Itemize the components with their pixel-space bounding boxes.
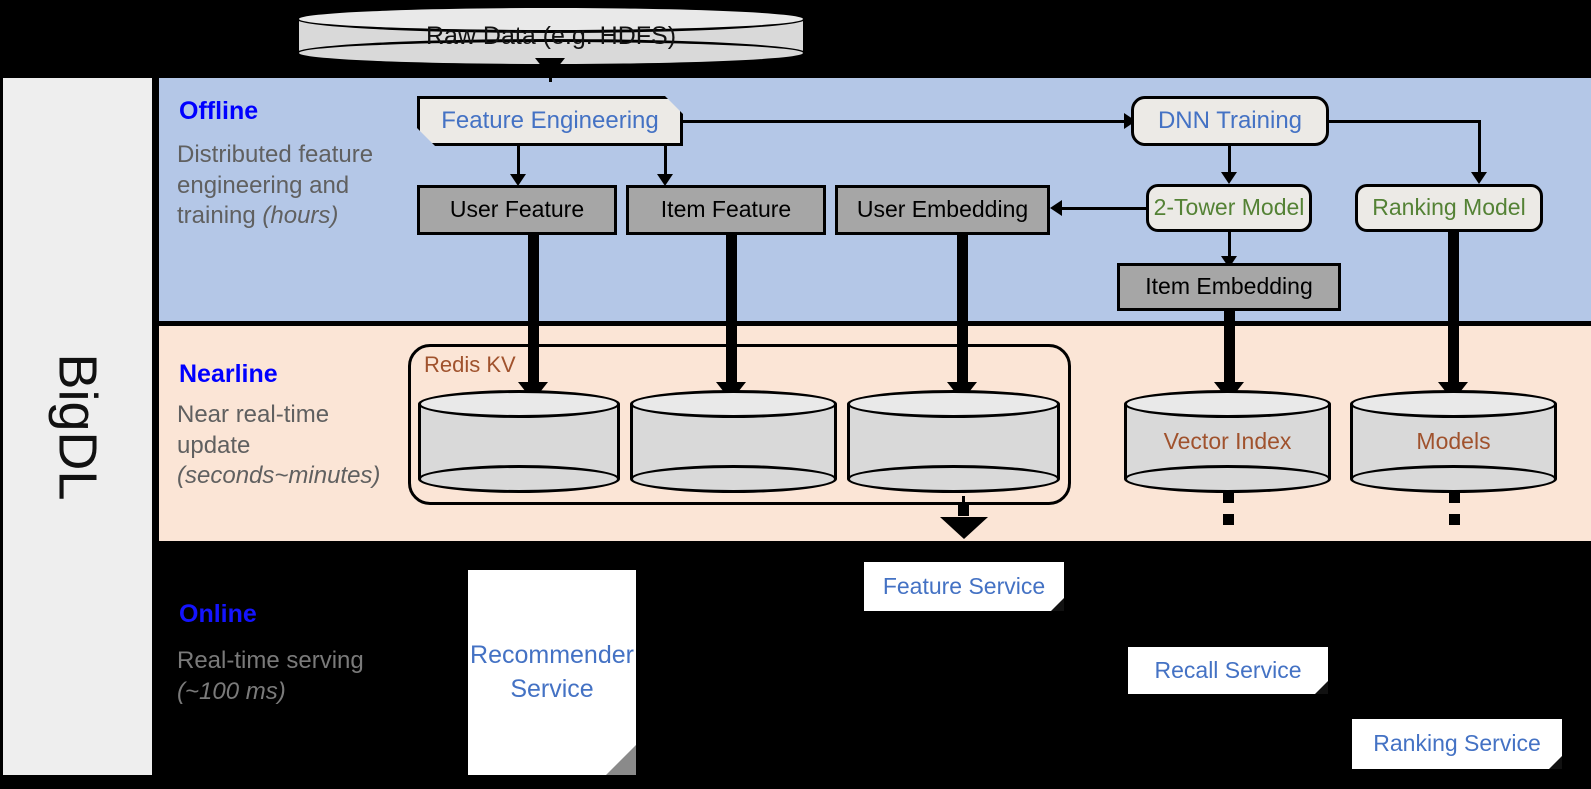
arrowhead-redis-to-featureservice — [940, 517, 988, 539]
models-label: Models — [1416, 428, 1491, 454]
arrowhead-fe-to-itemfeature — [657, 174, 673, 186]
nearline-title: Nearline — [179, 360, 278, 388]
connector-dnn-to-ranking-h — [1329, 120, 1481, 123]
offline-desc-plain: Distributed feature engineering and trai… — [177, 141, 374, 230]
redis-cylinder-1 — [418, 390, 620, 493]
dnn-training-node[interactable]: DNN Training — [1131, 96, 1329, 146]
connector-twotower-to-userembedding — [1062, 207, 1148, 210]
cylinder-top — [630, 390, 837, 418]
user-embedding-box[interactable]: User Embedding — [835, 185, 1050, 235]
arrowhead-twotower-to-userembedding — [1050, 200, 1062, 216]
online-desc: Real-time serving (~100 ms) — [177, 646, 392, 707]
two-tower-model-node[interactable]: 2-Tower Model — [1146, 184, 1312, 232]
bigdl-label: BigDL — [47, 352, 108, 501]
offline-desc-italic: (hours) — [262, 202, 339, 230]
connector-fe-to-dnn — [683, 120, 1126, 123]
connector-fe-to-itemfeature — [664, 146, 667, 178]
pipe-itemfeature-to-redis — [726, 235, 737, 390]
arrowhead-dnn-to-ranking — [1471, 172, 1487, 184]
recall-service-node[interactable]: Recall Service — [1128, 647, 1328, 694]
ranking-model-node[interactable]: Ranking Model — [1355, 184, 1543, 232]
nearline-desc: Near real-time update (seconds~minutes) — [177, 400, 409, 492]
ranking-service-node[interactable]: Ranking Service — [1352, 719, 1562, 769]
redis-kv-container — [408, 344, 1071, 505]
cylinder-top — [296, 5, 806, 33]
item-embedding-box[interactable]: Item Embedding — [1117, 263, 1341, 311]
arrowhead-fe-to-userfeature — [510, 174, 526, 186]
redis-cylinder-3 — [847, 390, 1060, 493]
dash-featureservice-1 — [958, 505, 969, 516]
raw-data-cylinder: Raw Data (e.g. HDFS) — [296, 5, 806, 67]
dash-models-1 — [1449, 492, 1460, 503]
dash-vectorindex-1 — [1223, 492, 1234, 503]
offline-title: Offline — [179, 97, 259, 125]
cylinder-bottom — [630, 465, 837, 493]
online-desc-plain: Real-time serving — [177, 647, 364, 674]
pipe-rankingmodel-to-models — [1448, 232, 1459, 390]
cylinder-top — [847, 390, 1060, 418]
online-title: Online — [179, 600, 257, 628]
cylinder-bottom — [296, 39, 806, 67]
pipe-itemembedding-to-vectorindex — [1224, 311, 1235, 390]
dash-vectorindex-2 — [1223, 514, 1234, 525]
connector-redis-bottom — [962, 496, 965, 505]
pipe-userfeature-to-redis — [528, 235, 539, 390]
nearline-desc-italic: (seconds~minutes) — [177, 462, 381, 490]
connector-twotower-to-itemembedding — [1228, 232, 1231, 260]
redis-cylinder-2 — [630, 390, 837, 493]
nearline-desc-plain: Near real-time update — [177, 401, 330, 459]
vector-index-label: Vector Index — [1163, 428, 1292, 454]
cylinder-top — [418, 390, 620, 418]
offline-desc: Distributed feature engineering and trai… — [177, 140, 392, 232]
connector-fe-to-userfeature — [517, 146, 520, 178]
bigdl-sidebar: BigDL — [3, 78, 152, 775]
cylinder-bottom — [1124, 465, 1331, 493]
raw-data-label: Raw Data (e.g. HDFS) — [425, 21, 677, 50]
recommender-service-node[interactable]: Recommender Service — [468, 570, 636, 775]
dash-models-2 — [1449, 514, 1460, 525]
connector-dnn-to-ranking-v — [1478, 120, 1481, 176]
user-feature-box[interactable]: User Feature — [417, 185, 617, 235]
cylinder-bottom — [1350, 465, 1557, 493]
cylinder-top — [1124, 390, 1331, 418]
cylinder-bottom — [847, 465, 1060, 493]
item-feature-box[interactable]: Item Feature — [626, 185, 826, 235]
models-cylinder[interactable]: Models — [1350, 390, 1557, 493]
pipe-userembedding-to-redis — [957, 235, 968, 390]
vector-index-cylinder[interactable]: Vector Index — [1124, 390, 1331, 493]
cylinder-top — [1350, 390, 1557, 418]
arrowhead-dnn-to-twotower — [1221, 172, 1237, 184]
cylinder-bottom — [418, 465, 620, 493]
feature-service-node[interactable]: Feature Service — [864, 562, 1064, 611]
feature-engineering-node[interactable]: Feature Engineering — [417, 96, 683, 146]
connector-dnn-to-twotower — [1228, 146, 1231, 176]
online-desc-italic: (~100 ms) — [177, 677, 286, 705]
redis-kv-label: Redis KV — [424, 352, 516, 377]
arrowhead-raw-to-fe — [535, 58, 565, 77]
